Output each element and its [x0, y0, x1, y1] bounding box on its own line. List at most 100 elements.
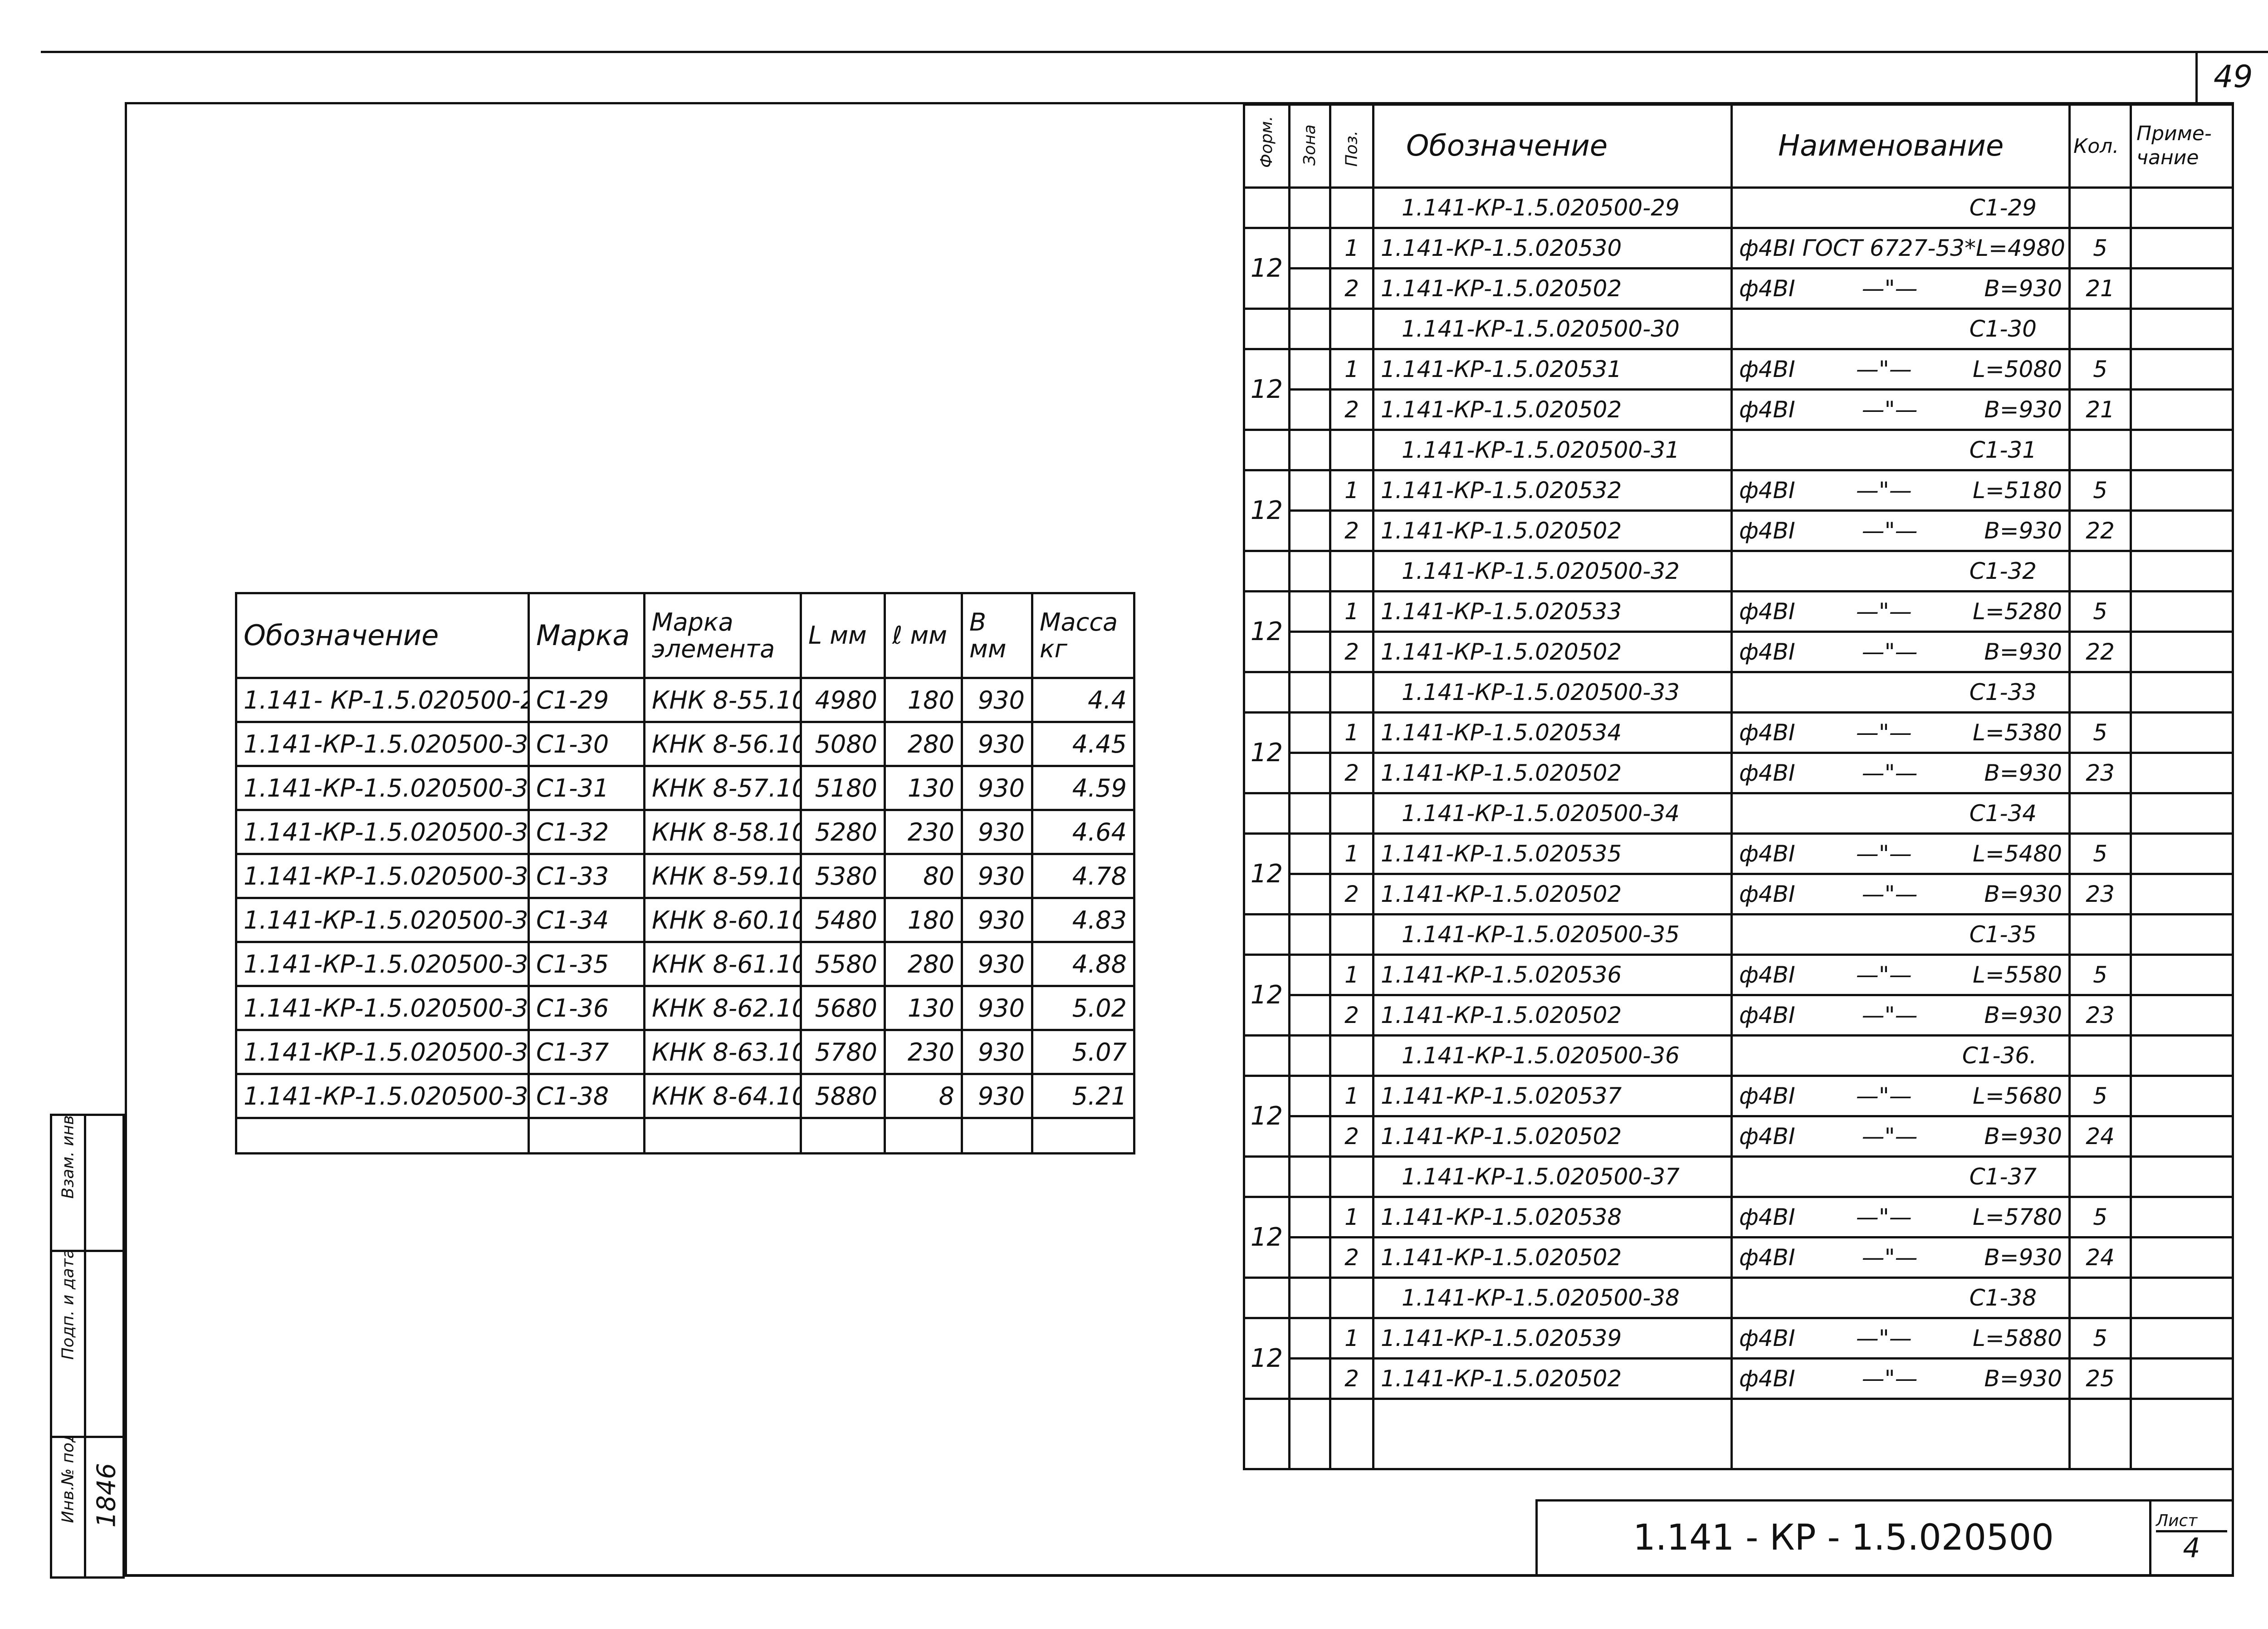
- item-name: ф4ВI—"—L=5380: [1739, 719, 2062, 746]
- group-mark-cell: С1-31: [1730, 429, 2071, 471]
- item-material: ф4ВI: [1739, 275, 1795, 302]
- zone-cell: [1288, 954, 1331, 996]
- qty-cell: 22: [2068, 509, 2132, 552]
- stamp-code: 1.141 - КР - 1.5.020500: [1535, 1499, 2151, 1576]
- marks-cell: 4.78: [1031, 853, 1135, 899]
- item-dimension: В=930: [1984, 1002, 2062, 1028]
- item-ditto: —"—: [1862, 1002, 1918, 1028]
- col-b: В мм: [961, 592, 1033, 679]
- zone-cell: [1288, 752, 1331, 794]
- note-cell: [2130, 873, 2234, 915]
- qty-cell: 5: [2068, 590, 2132, 633]
- item-ditto: —"—: [1862, 1123, 1918, 1150]
- empty-cell: [2130, 1398, 2234, 1470]
- marks-cell: С1-34: [528, 897, 645, 943]
- marks-cell: КНК 8-62.10: [643, 985, 802, 1031]
- pos-cell: [1329, 913, 1374, 956]
- item-name-cell: ф4ВI—"—В=930: [1730, 1236, 2071, 1279]
- marks-cell: 5.21: [1031, 1073, 1135, 1119]
- inv-value: 1846: [92, 1463, 122, 1528]
- spec-header-row: Форм. Зона Поз. Обозначение Наименование…: [1243, 103, 2234, 189]
- frame-top: [125, 102, 2234, 104]
- replace-label: Взам. инв.№: [59, 1115, 78, 1199]
- item-dimension: L=5680: [1972, 1083, 2062, 1109]
- marks-cell: 5880: [800, 1073, 886, 1119]
- item-ditto: —"—: [1856, 1204, 1912, 1230]
- col-mass: Масса кг: [1031, 592, 1135, 679]
- pos-cell: 2: [1329, 1236, 1374, 1279]
- marks-cell: 930: [961, 1029, 1033, 1075]
- note-cell: [2130, 711, 2234, 754]
- item-material: ф4ВI: [1739, 1002, 1795, 1028]
- note-cell: [2130, 954, 2234, 996]
- marks-cell: 930: [961, 677, 1033, 723]
- pos-cell: 1: [1329, 348, 1374, 391]
- format-cell: 12: [1243, 1075, 1290, 1158]
- item-ditto: —"—: [1856, 841, 1912, 867]
- zone-cell: [1288, 1075, 1331, 1117]
- format-cell: [1243, 550, 1290, 592]
- format-cell: [1243, 1155, 1290, 1198]
- frame-right: [2232, 102, 2234, 1576]
- marks-cell: 1.141-КР-1.5.020500-30: [235, 721, 530, 767]
- qty-cell: 21: [2068, 388, 2132, 431]
- marks-cell: С1-31: [528, 765, 645, 811]
- item-dimension: В=930: [1984, 275, 2062, 302]
- side-stamp: Взам. инв.№ Подп. и дата Инв.№ подл. 184…: [50, 1114, 125, 1579]
- col-l: ℓ мм: [884, 592, 963, 679]
- qty-cell: 5: [2068, 469, 2132, 512]
- marks-cell: 1.141-КР-1.5.020500-31: [235, 765, 530, 811]
- marks-cell: С1-33: [528, 853, 645, 899]
- marks-cell: КНК 8-57.10: [643, 765, 802, 811]
- col-designation: Обозначение: [235, 592, 530, 679]
- marks-cell: 5780: [800, 1029, 886, 1075]
- marks-cell: 4.45: [1031, 721, 1135, 767]
- marks-cell: 280: [884, 941, 963, 987]
- item-code-cell: 1.141-КР-1.5.020537: [1372, 1075, 1733, 1117]
- marks-cell: КНК 8-61.10: [643, 941, 802, 987]
- marks-cell: [961, 1117, 1033, 1154]
- item-ditto: —"—: [1856, 477, 1912, 504]
- item-name: ф4ВI ГОСТ 6727-53*L=4980: [1739, 235, 2065, 261]
- marks-cell: 130: [884, 985, 963, 1031]
- item-ditto: —"—: [1856, 598, 1912, 625]
- item-ditto: —"—: [1862, 275, 1918, 302]
- pos-cell: [1329, 550, 1374, 592]
- note-cell: [2130, 1357, 2234, 1400]
- col-spec-designation: Обозначение: [1372, 103, 1733, 189]
- marks-cell: 930: [961, 941, 1033, 987]
- item-dimension: В=930: [1984, 1244, 2062, 1271]
- item-material: ф4ВI ГОСТ 6727-53*: [1739, 235, 1976, 261]
- item-material: ф4ВI: [1739, 477, 1795, 504]
- group-mark-cell: С1-36.: [1730, 1034, 2071, 1077]
- group-doc-cell: 1.141-КР-1.5.020500-30: [1372, 308, 1733, 350]
- pos-cell: 2: [1329, 267, 1374, 310]
- item-ditto: —"—: [1862, 1244, 1918, 1271]
- format-cell: [1243, 671, 1290, 714]
- item-material: ф4ВI: [1739, 396, 1795, 423]
- note-cell: [2130, 1277, 2234, 1319]
- group-doc-cell: 1.141-КР-1.5.020500-31: [1372, 429, 1733, 471]
- zone-cell: [1288, 913, 1331, 956]
- format-cell: [1243, 792, 1290, 835]
- pos-cell: 2: [1329, 1357, 1374, 1400]
- qty-cell: 21: [2068, 267, 2132, 310]
- item-code-cell: 1.141-КР-1.5.020502: [1372, 873, 1733, 915]
- col-note: Приме- чание: [2130, 103, 2234, 189]
- marks-cell: 1.141-КР-1.5.020500-33: [235, 853, 530, 899]
- pos-cell: 2: [1329, 873, 1374, 915]
- note-cell: [2130, 832, 2234, 875]
- zone-cell: [1288, 227, 1331, 269]
- format-cell: [1243, 1277, 1290, 1319]
- item-ditto: —"—: [1862, 760, 1918, 786]
